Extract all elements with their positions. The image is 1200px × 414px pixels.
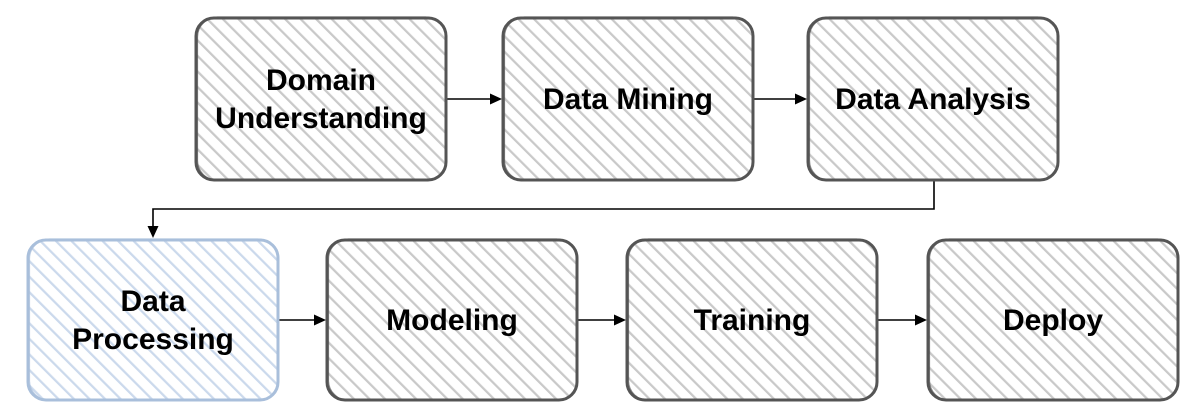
node-label-data-mining-line-1: Data Mining: [543, 83, 713, 116]
arrowhead-icon: [795, 93, 807, 105]
arrowhead-icon: [314, 314, 326, 326]
node-label-modeling-line-1: Modeling: [386, 304, 518, 337]
node-box-domain-understanding: [194, 16, 448, 182]
edge-modeling-to-training: [577, 314, 626, 326]
node-box-outline-data-mining: [503, 16, 754, 182]
node-label-data-analysis-line-1: Data Analysis: [835, 83, 1031, 116]
node-label-domain-understanding-line-2: Understanding: [215, 102, 427, 135]
edge-data-mining-to-data-analysis: [753, 93, 807, 105]
node-box-outline-deploy: [928, 238, 1179, 402]
node-label-deploy-line-1: Deploy: [1003, 304, 1103, 337]
node-box-data-processing: [26, 238, 280, 402]
node-box-outline-modeling: [327, 238, 578, 402]
arrowhead-icon: [147, 226, 159, 238]
node-label-training-line-1: Training: [694, 304, 811, 337]
node-deploy: Deploy: [926, 238, 1180, 402]
node-label-data-processing-line-1: Data: [120, 285, 185, 318]
arrowhead-icon: [915, 314, 927, 326]
node-label-domain-understanding-line-1: Domain: [266, 64, 376, 97]
node-data-mining: Data Mining: [501, 16, 755, 182]
node-data-analysis: Data Analysis: [806, 16, 1060, 182]
arrowhead-icon: [490, 93, 502, 105]
node-box-outline-domain-understanding: [196, 16, 447, 182]
node-box-outline-data-analysis: [808, 16, 1059, 182]
edge-training-to-deploy: [877, 314, 927, 326]
edge-data-processing-to-modeling: [278, 314, 326, 326]
node-modeling: Modeling: [325, 238, 579, 402]
node-training: Training: [625, 238, 879, 402]
edge-domain-understanding-to-data-mining: [446, 93, 502, 105]
node-box-outline-training: [627, 238, 878, 402]
edge-data-analysis-to-data-processing: [147, 180, 935, 238]
node-box-outline-data-processing: [28, 238, 279, 402]
node-label-data-processing-line-2: Processing: [72, 323, 234, 356]
edge-line: [152, 180, 935, 228]
arrowhead-icon: [614, 314, 626, 326]
edges-layer: [147, 93, 935, 326]
